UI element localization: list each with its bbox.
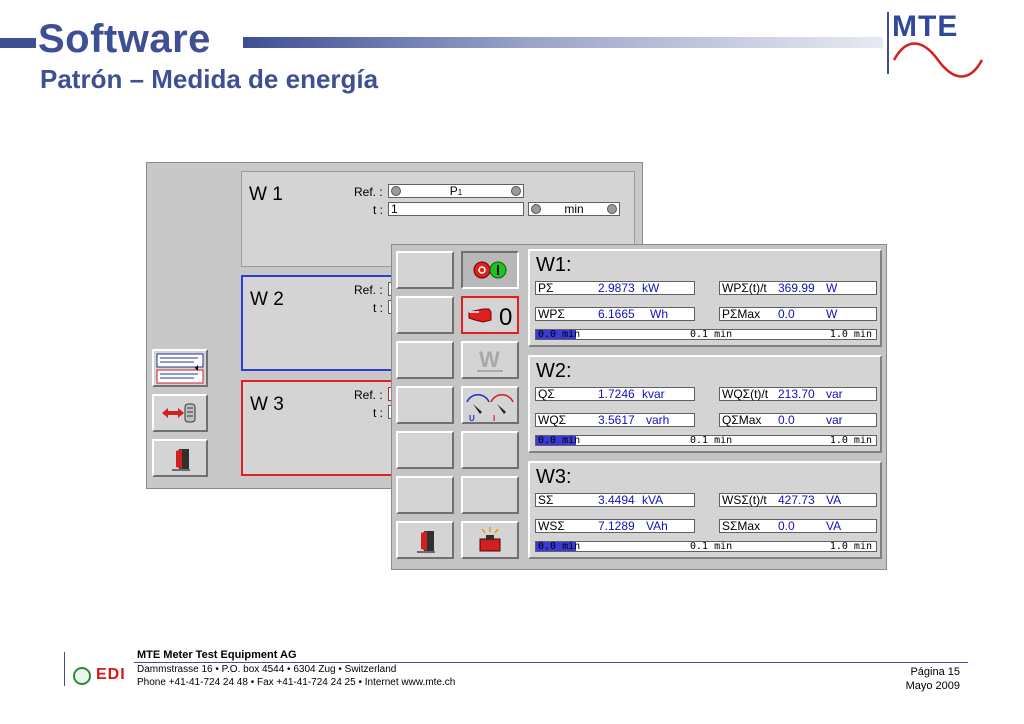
measure-field: PΣ 2.9873 kW xyxy=(535,281,695,295)
panel-name: W 2 xyxy=(250,289,284,310)
pointer-zero-icon: 0 xyxy=(468,304,512,331)
t-label: t : xyxy=(373,301,384,315)
right-arrow-icon xyxy=(607,204,617,214)
softkey-2[interactable] xyxy=(396,296,454,334)
measure-field: PΣMax 0.0 W xyxy=(719,307,877,321)
energy-w-button[interactable]: W xyxy=(461,341,519,379)
company-address: Dammstrasse 16 • P.O. box 4544 • 6304 Zu… xyxy=(137,664,397,675)
exit-button-back[interactable] xyxy=(152,439,208,477)
title-accent-bar xyxy=(0,38,36,48)
group-title: W3: xyxy=(536,466,572,488)
ref-label: Ref. : xyxy=(354,283,383,297)
list-config-icon xyxy=(156,353,204,384)
exit-door-icon xyxy=(417,531,435,553)
measure-field: QΣ 1.7246 kvar xyxy=(535,387,695,401)
svg-text:U: U xyxy=(469,414,475,422)
measure-field: WQΣ(t)/t 213.70 var xyxy=(719,387,877,401)
group-w2: W2: QΣ 1.7246 kvar WQΣ 3.5617 varh WQΣ(t… xyxy=(528,355,882,453)
transfer-icon xyxy=(162,403,196,423)
exit-button[interactable] xyxy=(396,521,454,559)
pointer-zero-button[interactable]: 0 xyxy=(461,296,519,334)
group-title: W1: xyxy=(536,254,572,276)
start-stop-button[interactable] xyxy=(461,251,519,289)
softkey-1[interactable] xyxy=(396,251,454,289)
measure-field: WPΣ 6.1665 Wh xyxy=(535,307,695,321)
footer-vertical-line xyxy=(64,652,65,686)
progress-fill xyxy=(536,436,576,445)
start-stop-icon xyxy=(473,261,507,279)
time-progress-bar: 0.0 min 0.1 min 1.0 min xyxy=(535,435,877,446)
t-label: t : xyxy=(373,406,384,420)
progress-fill xyxy=(536,330,576,339)
ref-label: Ref. : xyxy=(354,388,383,402)
softkey-6[interactable] xyxy=(396,476,454,514)
ref-label: Ref. : xyxy=(354,185,383,199)
alarm-lamp-button[interactable] xyxy=(461,521,519,559)
t-unit-select[interactable]: min xyxy=(528,202,620,216)
voltage-current-button[interactable]: U I xyxy=(461,386,519,424)
t-label: t : xyxy=(373,203,384,217)
measurement-window: 0 W U I W1: PΣ 2.9873 xyxy=(391,244,887,570)
group-w3: W3: SΣ 3.4494 kVA WSΣ 7.1289 VAh WSΣ(t)/… xyxy=(528,461,882,559)
time-progress-bar: 0.0 min 0.1 min 1.0 min xyxy=(535,541,877,552)
edi-seal-icon xyxy=(73,667,91,685)
left-arrow-icon xyxy=(531,204,541,214)
softkey-blank-1[interactable] xyxy=(461,431,519,469)
voltage-current-icon: U I xyxy=(466,394,514,422)
softkey-blank-2[interactable] xyxy=(461,476,519,514)
measure-field: WQΣ 3.5617 varh xyxy=(535,413,695,427)
company-name: MTE Meter Test Equipment AG xyxy=(137,649,297,661)
ref-subscript: 1 xyxy=(457,188,463,197)
ref-select[interactable]: P1 xyxy=(388,184,524,198)
group-title: W2: xyxy=(536,360,572,382)
energy-w-icon: W xyxy=(477,347,503,372)
panel-name: W 1 xyxy=(249,184,283,205)
softkey-4[interactable] xyxy=(396,386,454,424)
softkey-3[interactable] xyxy=(396,341,454,379)
page-number: Página 15 xyxy=(910,666,960,678)
exit-door-icon xyxy=(172,449,190,471)
page-subtitle: Patrón – Medida de energía xyxy=(40,64,379,94)
left-arrow-icon xyxy=(391,186,401,196)
measure-field: QΣMax 0.0 var xyxy=(719,413,877,427)
page-date: Mayo 2009 xyxy=(905,680,960,692)
measure-field: WSΣ(t)/t 427.73 VA xyxy=(719,493,877,507)
svg-text:I: I xyxy=(493,414,495,422)
edi-logo: EDI xyxy=(96,666,126,683)
page-title: Software xyxy=(38,17,211,61)
t-input[interactable]: 1 xyxy=(388,202,524,216)
right-arrow-icon xyxy=(511,186,521,196)
list-config-button[interactable] xyxy=(152,349,208,387)
alarm-lamp-icon xyxy=(479,527,501,552)
time-progress-bar: 0.0 min 0.1 min 1.0 min xyxy=(535,329,877,340)
ref-value: P xyxy=(449,184,458,198)
svg-text:W: W xyxy=(479,347,500,372)
measure-field: WPΣ(t)/t 369.99 W xyxy=(719,281,877,295)
svg-text:0: 0 xyxy=(499,304,512,331)
measure-field: SΣ 3.4494 kVA xyxy=(535,493,695,507)
measure-field: SΣMax 0.0 VA xyxy=(719,519,877,533)
company-contact: Phone +41-41-724 24 48 • Fax +41-41-724 … xyxy=(137,677,456,688)
footer-divider xyxy=(134,662,968,663)
group-w1: W1: PΣ 2.9873 kW WPΣ 6.1665 Wh WPΣ(t)/t … xyxy=(528,249,882,347)
progress-fill xyxy=(536,542,576,551)
logo-divider xyxy=(887,12,889,74)
sine-wave-icon xyxy=(892,42,984,78)
title-gradient-bar xyxy=(243,37,883,48)
mte-logo: MTE xyxy=(892,10,959,43)
panel-name: W 3 xyxy=(250,394,284,415)
softkey-5[interactable] xyxy=(396,431,454,469)
measure-field: WSΣ 7.1289 VAh xyxy=(535,519,695,533)
transfer-button[interactable] xyxy=(152,394,208,432)
t-unit: min xyxy=(564,202,584,216)
